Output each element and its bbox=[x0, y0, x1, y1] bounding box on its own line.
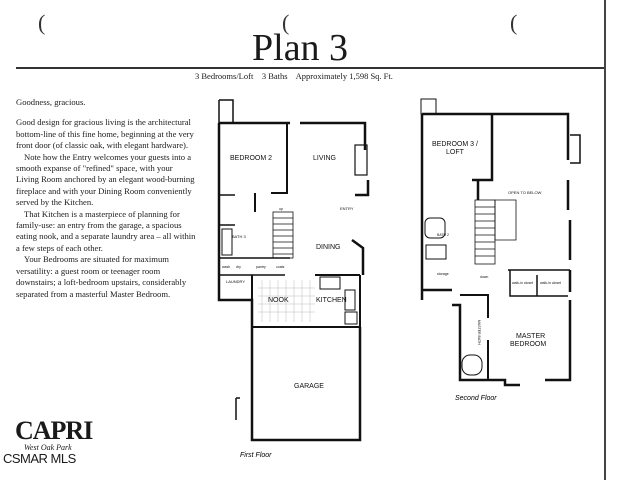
intro-paragraph: Your Bedrooms are situated for maximum v… bbox=[16, 254, 187, 299]
room-label-bedroom: BEDROOM bbox=[510, 341, 546, 348]
label-storage: storage bbox=[437, 272, 449, 276]
room-label-living: LIVING bbox=[313, 155, 336, 162]
plan-specs: 3 Bedrooms/Loft 3 Baths Approximately 1,… bbox=[195, 71, 393, 81]
capri-logo: CAPRI bbox=[15, 416, 93, 445]
stairs-up-label: up bbox=[279, 207, 283, 211]
mls-watermark: CSMAR MLS bbox=[3, 451, 76, 466]
room-label-master: MASTER bbox=[516, 333, 545, 340]
second-floor-caption: Second Floor bbox=[455, 395, 497, 402]
room-label-laundry: LAUNDRY bbox=[226, 279, 245, 284]
logo-subtitle: West Oak Park bbox=[24, 443, 72, 452]
room-label-nook: NOOK bbox=[268, 297, 289, 304]
room-label-garage: GARAGE bbox=[294, 383, 324, 390]
scan-mark: ( bbox=[510, 10, 518, 35]
scan-mark: ( bbox=[38, 10, 46, 35]
label-coats: coats bbox=[276, 265, 285, 269]
page-edge bbox=[604, 0, 606, 480]
label-wash: wash bbox=[222, 265, 230, 269]
intro-paragraph: That Kitchen is a masterpiece of plannin… bbox=[16, 208, 196, 253]
bedrooms: 3 Bedrooms/Loft bbox=[195, 71, 254, 81]
room-label-loft: LOFT bbox=[446, 149, 465, 156]
label-walk-in-closet: walk-in closet bbox=[540, 281, 561, 285]
room-label-open-to-below: OPEN TO BELOW bbox=[508, 190, 542, 195]
intro-paragraph: Good design for gracious living is the a… bbox=[16, 117, 194, 151]
square-footage: Approximately 1,598 Sq. Ft. bbox=[295, 71, 393, 81]
divider bbox=[16, 67, 604, 69]
intro-headline: Goodness, gracious. bbox=[16, 97, 86, 107]
label-dry: dry bbox=[236, 265, 241, 269]
room-label-bedroom-2: BEDROOM 2 bbox=[230, 155, 272, 162]
room-label-entry: ENTRY bbox=[340, 206, 354, 211]
page-title: Plan 3 bbox=[252, 27, 349, 69]
label-walk-in-closet: walk-in closet bbox=[512, 281, 533, 285]
scan-mark: ( bbox=[282, 10, 290, 35]
label-pantry: pantry bbox=[256, 265, 266, 269]
baths: 3 Baths bbox=[261, 71, 288, 81]
room-label-dining: DINING bbox=[316, 244, 341, 251]
nook-tile-grid bbox=[258, 280, 315, 322]
intro-text: Goodness, gracious. Good design for grac… bbox=[16, 97, 196, 300]
second-floor-plan bbox=[420, 98, 581, 387]
stairs-down-label: down bbox=[480, 275, 488, 279]
room-label-bedroom-3: BEDROOM 3 / bbox=[432, 141, 478, 148]
first-floor-plan bbox=[217, 99, 370, 442]
room-label-bath-3: BATH 3 bbox=[232, 234, 246, 239]
room-label-kitchen: KITCHEN bbox=[316, 297, 347, 304]
intro-paragraph: Note how the Entry welcomes your guests … bbox=[16, 151, 195, 208]
first-floor-caption: First Floor bbox=[240, 452, 272, 459]
room-label-master-bath: MASTER BATH bbox=[477, 320, 481, 345]
room-label-bath-2: BATH 2 bbox=[437, 233, 449, 237]
